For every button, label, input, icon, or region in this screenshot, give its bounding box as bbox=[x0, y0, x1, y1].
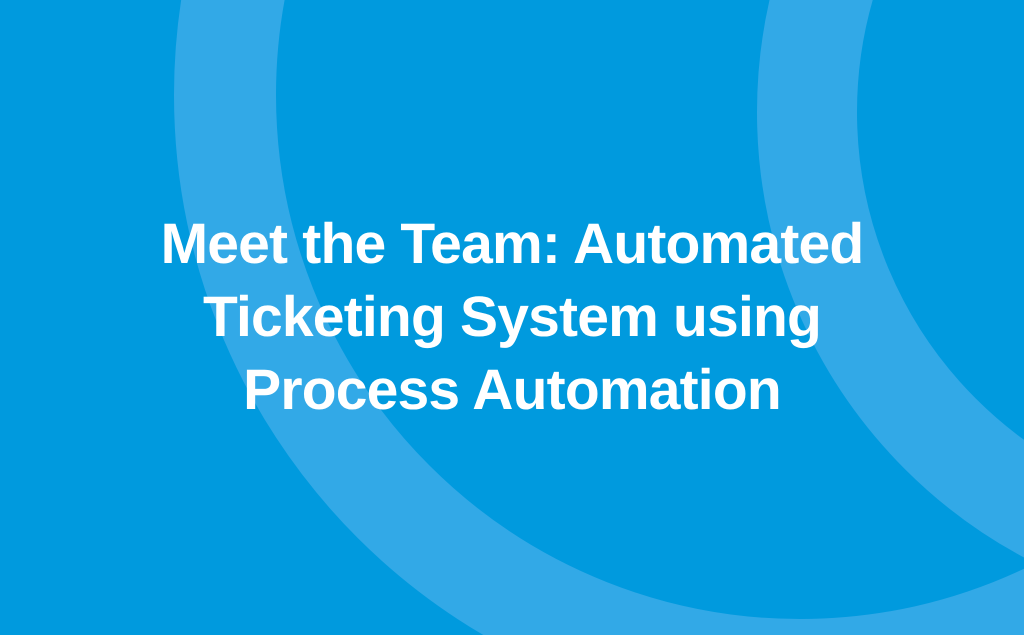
right-ring-arc bbox=[757, 0, 1024, 558]
page-title: Meet the Team: Automated Ticketing Syste… bbox=[160, 212, 865, 422]
left-ring-arc bbox=[174, 0, 1024, 635]
